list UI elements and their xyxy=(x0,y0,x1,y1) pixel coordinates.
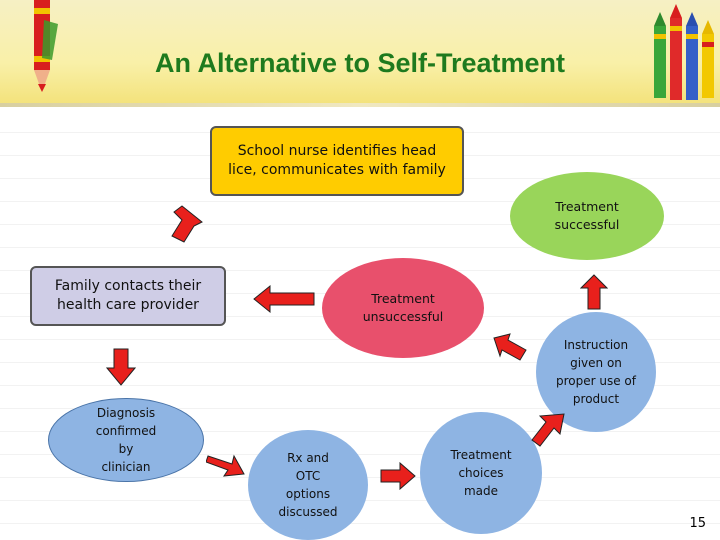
node-treatment-unsuccessful: Treatment unsuccessful xyxy=(322,258,484,358)
arrow-choices-to-instruction xyxy=(531,413,565,447)
node-rx-otc: Rx and OTC options discussed xyxy=(248,430,368,540)
arrow-rx-to-choices xyxy=(380,462,416,490)
arrow-instruction-to-unsuccessful xyxy=(493,333,527,361)
page-number: 15 xyxy=(689,516,706,531)
arrow-nurse-to-family xyxy=(171,205,203,243)
node-school-nurse: School nurse identifies head lice, commu… xyxy=(210,126,464,196)
node-instruction: Instruction given on proper use of produ… xyxy=(536,312,656,432)
header-divider xyxy=(0,103,720,107)
crayons-right-icon xyxy=(654,4,714,100)
node-treatment-successful: Treatment successful xyxy=(510,172,664,260)
arrow-family-to-diagnosis xyxy=(106,348,136,386)
node-diagnosis: Diagnosis confirmed by clinician xyxy=(48,398,204,482)
node-family-contacts: Family contacts their health care provid… xyxy=(30,266,226,326)
crayon-left-icon xyxy=(34,0,58,92)
node-treatment-choices: Treatment choices made xyxy=(420,412,542,534)
arrow-diagnosis-to-rx xyxy=(206,454,245,477)
arrow-instruction-to-successful xyxy=(580,274,608,310)
slide-title: An Alternative to Self-Treatment xyxy=(154,48,566,78)
arrow-unsuccessful-to-family xyxy=(253,284,315,314)
header-band xyxy=(0,0,720,105)
